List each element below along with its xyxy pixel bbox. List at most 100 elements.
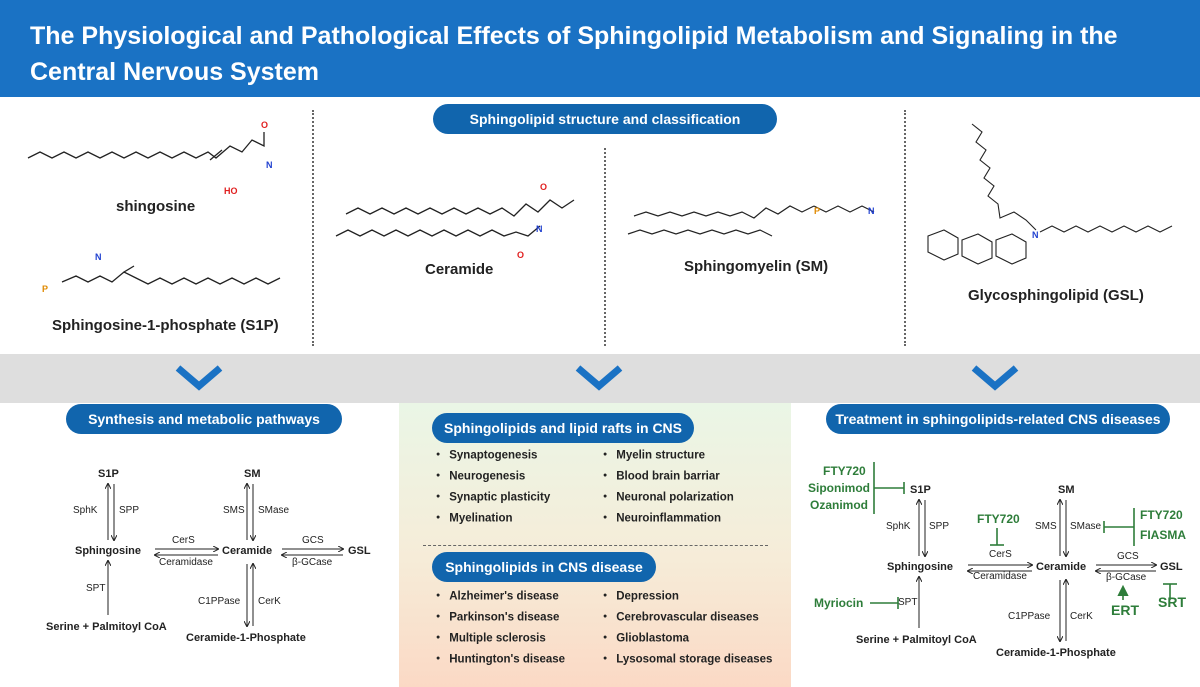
- structure-pill: Sphingolipid structure and classificatio…: [433, 104, 777, 134]
- drug-myriocin: Myriocin: [814, 596, 864, 610]
- tx-enzyme-sms: SMS: [1035, 521, 1057, 532]
- panel-divider: [423, 545, 768, 546]
- glycosphingolipid-label: Glycosphingolipid (GSL): [968, 287, 1144, 304]
- tx-node-sphingosine: Sphingosine: [887, 561, 953, 573]
- list-item: Synaptic plasticity: [436, 487, 550, 508]
- drug-fty720-cers: FTY720: [977, 512, 1020, 526]
- sphingosine-structure: [27, 132, 265, 161]
- chevron-down-icon: [575, 365, 623, 391]
- list-item: Myelination: [436, 508, 550, 529]
- rafts-pill: Sphingolipids and lipid rafts in CNS: [432, 413, 694, 443]
- tx-enzyme-gcs: GCS: [1117, 551, 1139, 562]
- list-item: Huntington's disease: [436, 649, 565, 670]
- list-item: Lysosomal storage diseases: [603, 649, 772, 670]
- node-sm: SM: [244, 468, 261, 480]
- treatment-pill: Treatment in sphingolipids-related CNS d…: [826, 404, 1170, 434]
- drug-siponimod: Siponimod: [808, 481, 870, 495]
- list-item: Synaptogenesis: [436, 445, 550, 466]
- tx-node-sm: SM: [1058, 484, 1075, 496]
- chevron-down-icon: [971, 365, 1019, 391]
- atom-hydroxyl: HO: [224, 186, 238, 196]
- list-item: Neuroinflammation: [603, 508, 734, 529]
- rafts-list-left: Synaptogenesis Neurogenesis Synaptic pla…: [436, 445, 550, 529]
- node-s1p: S1P: [98, 468, 119, 480]
- therapy-ert: ERT: [1111, 602, 1139, 618]
- tx-enzyme-spt: SPT: [898, 597, 918, 608]
- s1p-structure: [61, 265, 281, 285]
- s1p-label: Sphingosine-1-phosphate (S1P): [52, 317, 279, 334]
- atom-nitrogen-cer: N: [536, 224, 543, 234]
- list-item: Neuronal polarization: [603, 487, 734, 508]
- header-banner: The Physiological and Pathological Effec…: [0, 0, 1200, 97]
- tx-enzyme-spp: SPP: [929, 521, 950, 532]
- drug-fty720-s1p: FTY720: [823, 464, 866, 478]
- divider-mid: [604, 148, 606, 346]
- enzyme-cers: CerS: [172, 535, 195, 546]
- atom-oxygen-carbonyl: O: [517, 250, 524, 260]
- tx-enzyme-cerk: CerK: [1070, 611, 1093, 622]
- list-item: Neurogenesis: [436, 466, 550, 487]
- enzyme-sms: SMS: [223, 505, 245, 516]
- glycosphingolipid-structure: [927, 123, 1173, 265]
- divider-right: [904, 110, 906, 346]
- synthesis-pill: Synthesis and metabolic pathways: [66, 404, 342, 434]
- chevron-down-icon: [175, 365, 223, 391]
- tx-node-ceramide: Ceramide: [1036, 561, 1087, 573]
- disease-list-left: Alzheimer's disease Parkinson's disease …: [436, 586, 565, 670]
- atom-oxygen-cer: O: [540, 182, 547, 192]
- atom-phosphorus-sm: P: [814, 206, 820, 216]
- list-item: Multiple sclerosis: [436, 628, 565, 649]
- drug-fty720-smase: FTY720: [1140, 508, 1183, 522]
- page-title: The Physiological and Pathological Effec…: [30, 22, 1118, 86]
- therapy-srt: SRT: [1158, 594, 1186, 610]
- tx-enzyme-cers: CerS: [989, 549, 1012, 560]
- tx-enzyme-bgcase: β-GCase: [1106, 572, 1147, 583]
- tx-enzyme-ceramidase: Ceramidase: [973, 571, 1027, 582]
- tx-enzyme-sphk: SphK: [886, 521, 911, 532]
- disease-list-right: Depression Cerebrovascular diseases Glio…: [603, 586, 772, 670]
- enzyme-smase: SMase: [258, 505, 290, 516]
- drug-ozanimod: Ozanimod: [810, 498, 869, 512]
- tx-node-c1p: Ceramide-1-Phosphate: [996, 647, 1116, 659]
- list-item: Alzheimer's disease: [436, 586, 565, 607]
- node-serine: Serine + Palmitoyl CoA: [46, 621, 167, 633]
- enzyme-ceramidase: Ceramidase: [159, 557, 213, 568]
- tx-enzyme-c1ppase: C1PPase: [1008, 611, 1051, 622]
- tx-node-s1p: S1P: [910, 484, 931, 496]
- enzyme-c1ppase: C1PPase: [198, 596, 241, 607]
- enzyme-spp: SPP: [119, 505, 140, 516]
- ceramide-structure: [335, 199, 575, 237]
- list-item: Myelin structure: [603, 445, 734, 466]
- enzyme-cerk: CerK: [258, 596, 281, 607]
- tx-node-gsl: GSL: [1160, 561, 1183, 573]
- atom-phosphorus: P: [42, 284, 48, 294]
- atom-nitrogen-sm: N: [868, 206, 875, 216]
- list-item: Parkinson's disease: [436, 607, 565, 628]
- drug-fiasma: FIASMA: [1140, 528, 1186, 542]
- atom-nitrogen-s1p: N: [95, 252, 102, 262]
- enzyme-sphk: SphK: [73, 505, 98, 516]
- enzyme-gcs: GCS: [302, 535, 324, 546]
- divider-left: [312, 110, 314, 346]
- disease-pill: Sphingolipids in CNS disease: [432, 552, 656, 582]
- list-item: Cerebrovascular diseases: [603, 607, 772, 628]
- tx-node-serine: Serine + Palmitoyl CoA: [856, 634, 977, 646]
- sphingomyelin-label: Sphingomyelin (SM): [684, 258, 829, 275]
- enzyme-bgcase: β-GCase: [292, 557, 333, 568]
- list-item: Blood brain barriar: [603, 466, 734, 487]
- ceramide-label: Ceramide: [425, 261, 494, 278]
- tx-enzyme-smase: SMase: [1070, 521, 1102, 532]
- node-sphingosine: Sphingosine: [75, 545, 141, 557]
- atom-nitrogen: N: [266, 160, 273, 170]
- node-gsl: GSL: [348, 545, 371, 557]
- node-c1p: Ceramide-1-Phosphate: [186, 632, 306, 644]
- sphingosine-label: shingosine: [116, 198, 196, 215]
- enzyme-spt: SPT: [86, 583, 106, 594]
- atom-oxygen: O: [261, 120, 268, 130]
- atom-nitrogen-gsl: N: [1032, 230, 1039, 240]
- sphingomyelin-structure: [627, 205, 875, 237]
- rafts-list-right: Myelin structure Blood brain barriar Neu…: [603, 445, 734, 529]
- list-item: Depression: [603, 586, 772, 607]
- node-ceramide: Ceramide: [222, 545, 273, 557]
- list-item: Glioblastoma: [603, 628, 772, 649]
